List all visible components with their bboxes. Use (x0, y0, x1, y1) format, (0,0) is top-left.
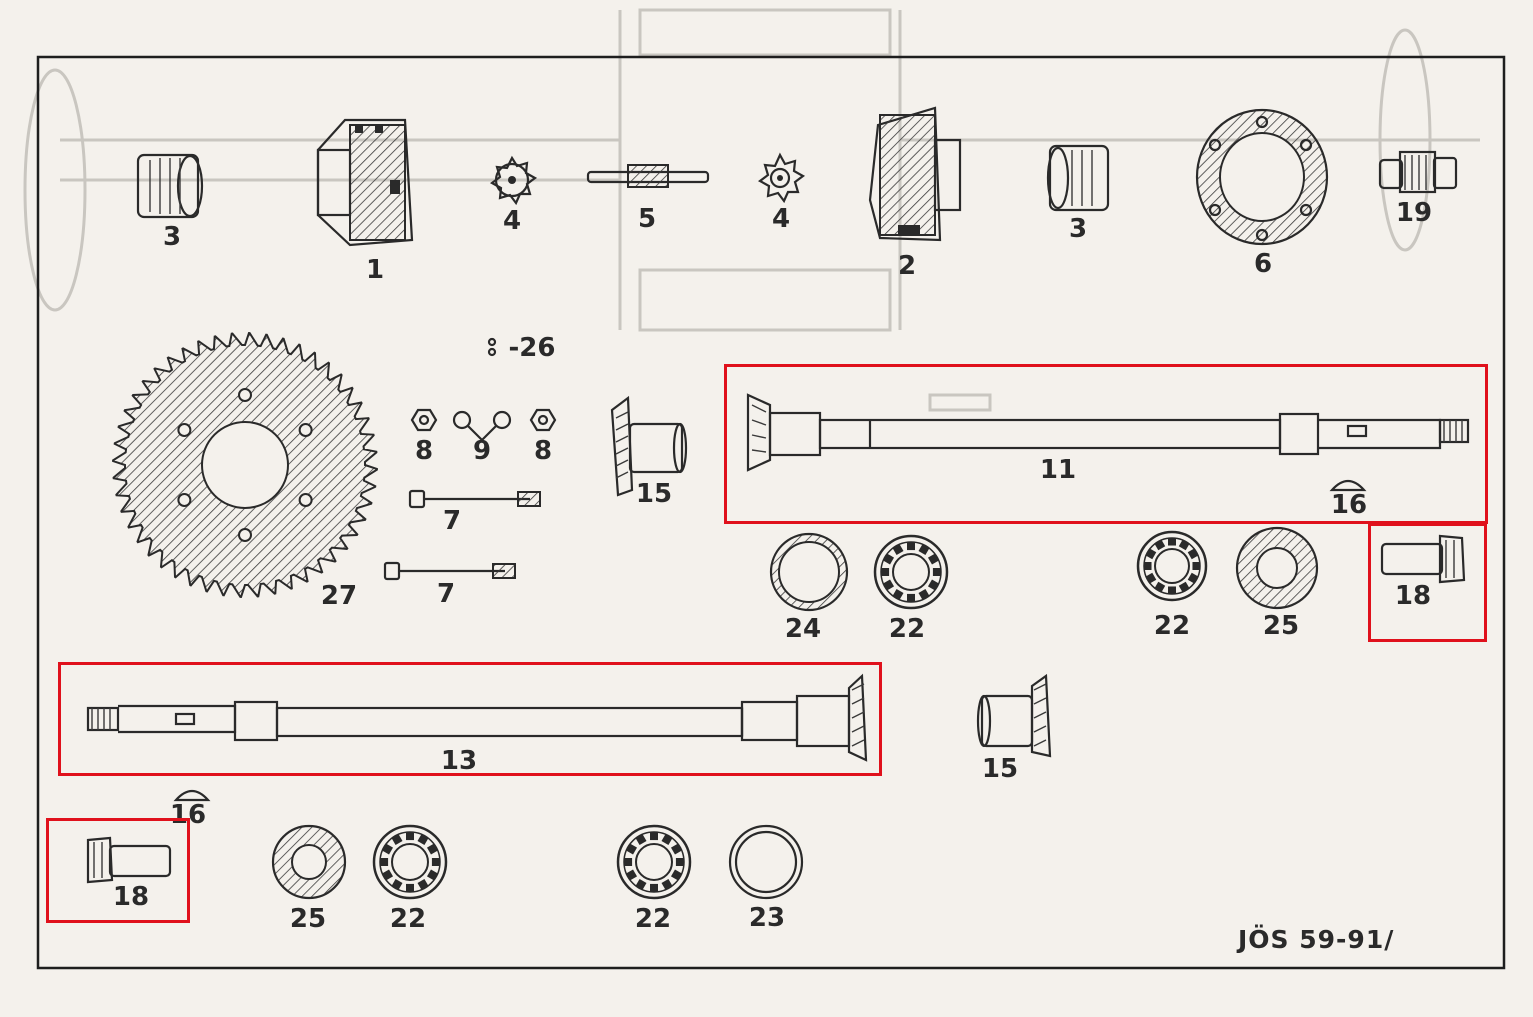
part-6-flange-disc (1195, 108, 1329, 246)
part-7-bolt-lower (383, 561, 516, 581)
label-part-1: 1 (365, 255, 385, 285)
label-part-25-upper: 25 (1262, 611, 1300, 641)
part-5-pinion-shaft (586, 164, 710, 188)
part-3-bushing-left (136, 153, 204, 219)
label-part-18-lower: 18 (112, 882, 150, 912)
part-8-nut-right (529, 408, 557, 432)
part-26-small-pin (487, 337, 497, 357)
highlight-part-18-lower (46, 818, 190, 923)
label-part-8-left: 8 (414, 436, 434, 466)
part-3-bushing-right (1046, 144, 1110, 212)
label-part-2: 2 (897, 251, 917, 281)
label-part-13: 13 (440, 746, 478, 776)
part-23-ring (728, 824, 804, 900)
part-18-nipple-lower (86, 836, 172, 884)
part-7-bolt-upper (408, 489, 541, 509)
label-part-3-left: 3 (162, 222, 182, 252)
part-16-key-lower (173, 789, 211, 802)
part-22-bearing-lower-right (616, 824, 692, 900)
part-25-washer-lower (271, 824, 347, 900)
part-2-differential-housing (868, 106, 962, 242)
label-part-7-lower: 7 (436, 579, 456, 609)
label-part-26: -26 (508, 333, 556, 363)
label-part-24: 24 (784, 614, 822, 644)
label-part-7-upper: 7 (442, 506, 462, 536)
part-22-bearing-upper-left (873, 534, 949, 610)
label-part-4-left: 4 (502, 206, 522, 236)
part-1-differential-housing (316, 118, 414, 247)
part-15-bevel-gear-lower (976, 673, 1052, 758)
label-part-19: 19 (1395, 198, 1433, 228)
part-22-bearing-upper-right (1136, 530, 1208, 602)
label-part-15-lower: 15 (981, 754, 1019, 784)
highlight-part-13 (58, 662, 882, 776)
label-part-22-c: 22 (389, 904, 427, 934)
label-part-16-upper: 16 (1330, 490, 1368, 520)
label-part-22-b: 22 (1153, 611, 1191, 641)
label-part-27: 27 (320, 581, 358, 611)
part-16-key-upper (1329, 479, 1367, 492)
label-part-15-upper: 15 (635, 479, 673, 509)
part-18-nipple-upper (1380, 534, 1466, 584)
figure-reference: JÖS 59-91/ (1238, 925, 1395, 954)
highlight-part-18-upper (1368, 523, 1487, 642)
part-4-pinion-right (757, 152, 806, 204)
part-25-washer-upper (1235, 526, 1319, 610)
label-part-11: 11 (1039, 455, 1077, 485)
label-part-5: 5 (637, 204, 657, 234)
highlight-part-11 (724, 364, 1488, 524)
part-8-nut-left (410, 408, 438, 432)
label-part-25-lower: 25 (289, 904, 327, 934)
figure-border (36, 55, 1506, 970)
part-13-axle-shaft (86, 673, 868, 762)
label-part-23: 23 (748, 903, 786, 933)
part-15-bevel-gear-upper (610, 395, 688, 497)
background-bleed (23, 8, 1480, 412)
label-part-3-right: 3 (1068, 214, 1088, 244)
part-9-washers (452, 410, 512, 442)
label-part-22-a: 22 (888, 614, 926, 644)
label-part-18-upper: 18 (1394, 581, 1432, 611)
part-24-ring (769, 532, 849, 612)
label-part-9: 9 (472, 436, 492, 466)
part-27-sprocket (112, 332, 378, 598)
part-4-pinion-left (489, 155, 538, 206)
label-part-4-right: 4 (771, 204, 791, 234)
label-part-6: 6 (1253, 249, 1273, 279)
part-19-bleeder-screw (1378, 150, 1458, 194)
part-22-bearing-lower-left (372, 824, 448, 900)
label-part-8-right: 8 (533, 436, 553, 466)
part-11-axle-shaft (746, 393, 1470, 472)
label-part-22-d: 22 (634, 904, 672, 934)
